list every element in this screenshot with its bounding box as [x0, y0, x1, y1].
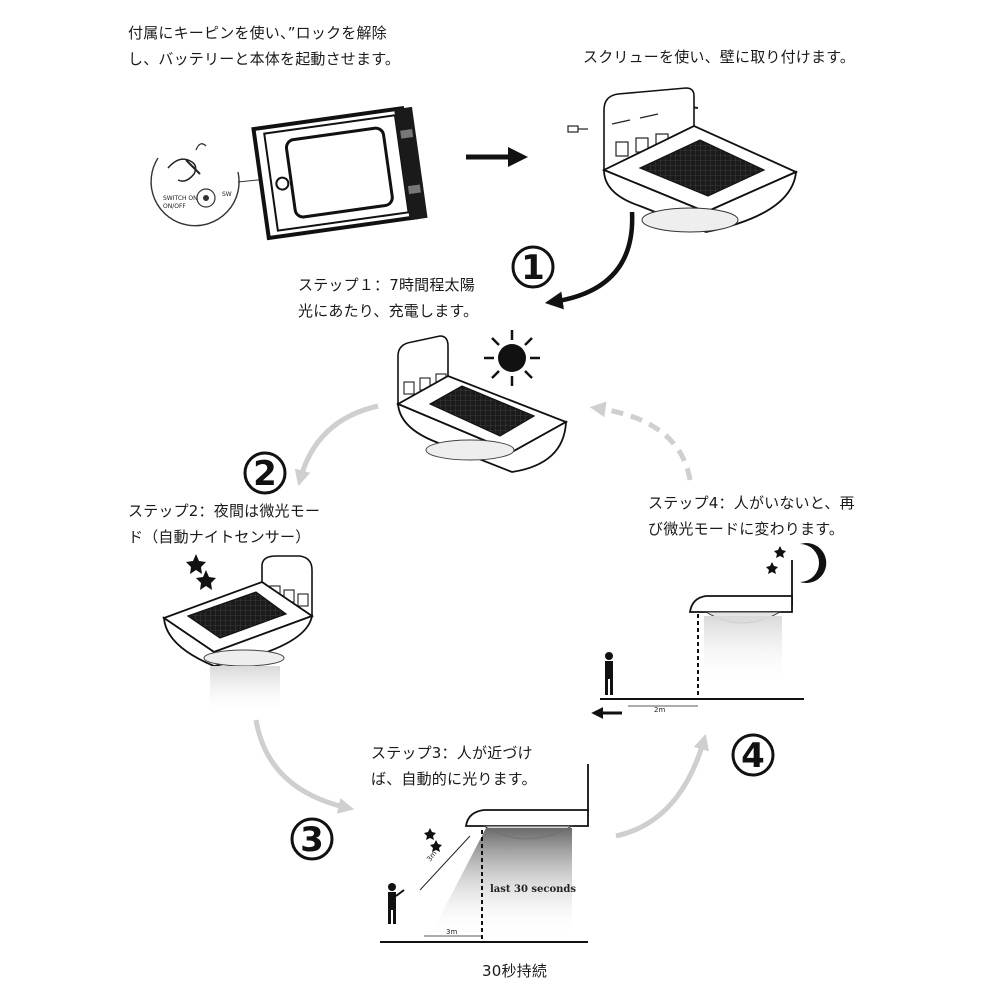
distance-label: 3m: [425, 849, 438, 863]
step4-scene: 2m: [591, 542, 827, 719]
caption-intro: 付属にキーピンを使い、”ロックを解除 し、バッテリーと本体を起動させます。: [128, 20, 400, 72]
screw-icon: [567, 125, 588, 133]
caption-step3: ステップ3：人が近づけ ば、自動的に光ります。: [371, 740, 537, 792]
key-pin-inset: SWITCH ON ON/OFF SW: [150, 143, 279, 227]
step-number-3: 3: [290, 817, 334, 861]
caption-line: ば、自動的に光ります。: [371, 770, 537, 788]
step-number-label: 2: [253, 454, 277, 494]
caption-line: 付属にキーピンを使い、”ロックを解除: [128, 24, 387, 42]
moon-stars-icon: [153, 552, 216, 600]
caption-line: ステップ3：人が近づけ: [371, 744, 533, 762]
caption-mount: スクリューを使い、壁に取り付けます。: [583, 44, 855, 70]
caption-step2: ステップ2：夜間は微光モー ド（自動ナイトセンサー）: [128, 498, 320, 550]
arrow-step2-to-step3: [253, 719, 355, 814]
switch-label: SW: [222, 191, 232, 198]
arrow-step4-to-step1: [589, 401, 693, 481]
distance-label: 3m: [446, 928, 457, 936]
moon-stars-icon: [766, 542, 827, 583]
device-mount-illustration: [567, 87, 799, 233]
step3-scene: last 30 seconds 3m 3m: [380, 764, 589, 943]
caption-line: ステップ2：夜間は微光モー: [128, 502, 321, 520]
caption-step1: ステップ１：7時間程太陽 光にあたり、充電します。: [298, 272, 478, 324]
step2-device: [162, 555, 314, 716]
light-beam: [430, 828, 572, 936]
arrow-step3-to-step4: [615, 733, 709, 839]
caption-duration: 30秒持続: [482, 958, 547, 984]
person-icon: [605, 652, 613, 695]
step-number-label: 1: [521, 248, 545, 288]
distance-label: 2m: [654, 706, 665, 714]
caption-line: し、バッテリーと本体を起動させます。: [128, 50, 401, 68]
switch-label: SWITCH ON: [163, 195, 198, 202]
switch-label: ON/OFF: [163, 203, 186, 210]
device-unlock-illustration: SWITCH ON ON/OFF SW: [150, 105, 428, 241]
step-number-1: 1: [511, 245, 555, 289]
step-number-2: 2: [243, 451, 287, 495]
arrow-step1-to-step2: [294, 403, 379, 487]
moon-stars-icon: [405, 828, 442, 855]
caption-line: ステップ4：人がいないと、再: [648, 494, 855, 512]
caption-line: ド（自動ナイトセンサー）: [128, 528, 311, 546]
sun-icon: [484, 330, 540, 386]
step-number-label: 3: [300, 820, 324, 860]
step-number-4: 4: [731, 733, 775, 777]
step1-device: [395, 335, 569, 473]
caption-line: 30秒持続: [482, 962, 548, 980]
duration-label: last 30 seconds: [490, 884, 576, 895]
caption-line: 光にあたり、充電します。: [298, 302, 479, 320]
caption-line: スクリューを使い、壁に取り付けます。: [583, 48, 856, 66]
caption-line: ステップ１：7時間程太陽: [298, 276, 475, 294]
step-number-label: 4: [741, 736, 765, 776]
caption-step4: ステップ4：人がいないと、再 び微光モードに変わります。: [648, 490, 855, 542]
caption-line: び微光モードに変わります。: [648, 520, 845, 538]
person-icon: [388, 883, 405, 924]
solar-panel-back: [251, 105, 428, 241]
arrow-to-step1: [544, 211, 635, 310]
